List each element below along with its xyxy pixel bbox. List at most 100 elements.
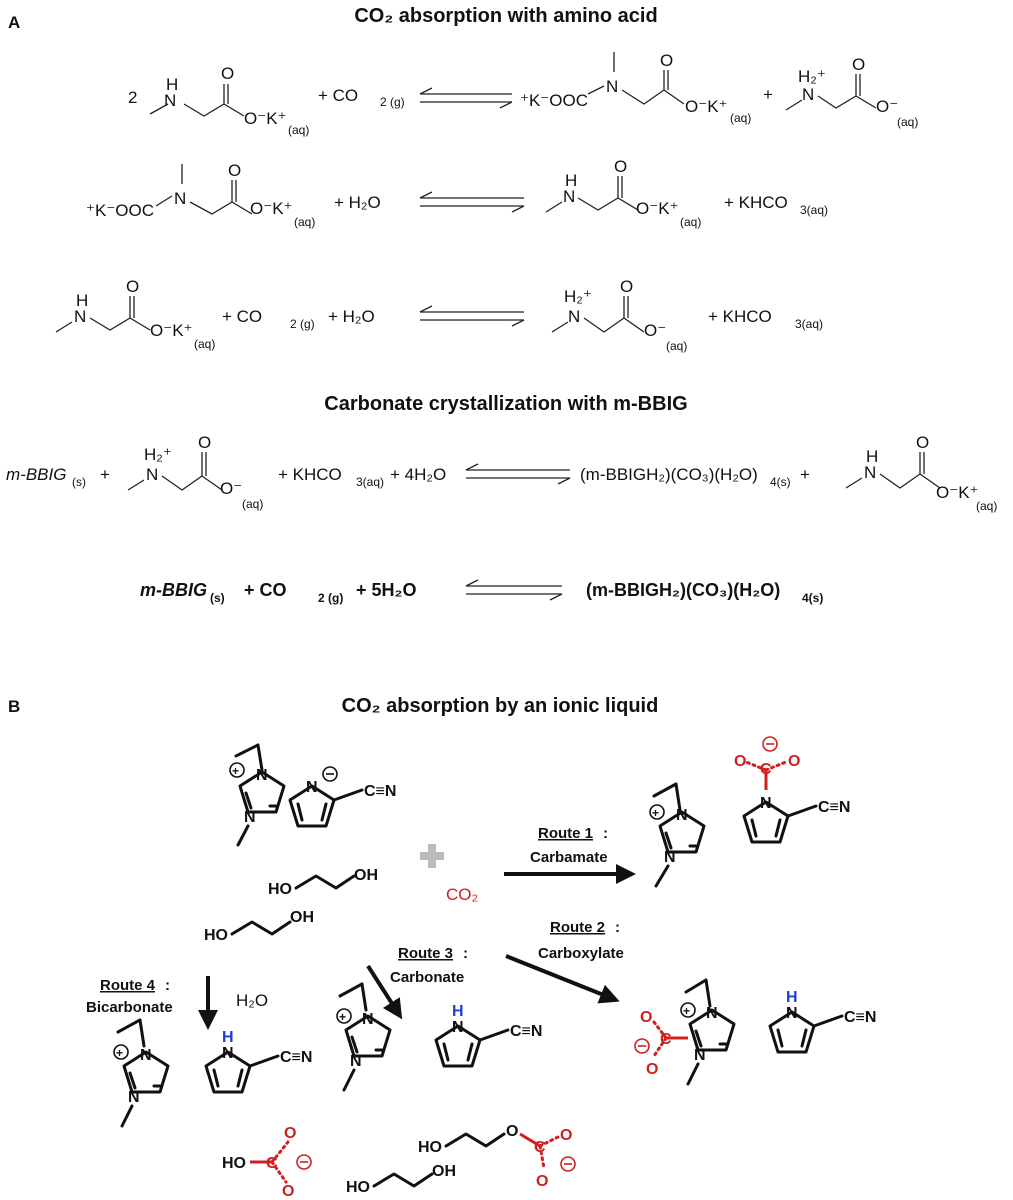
eq4-water: + 4H₂O: [390, 465, 446, 484]
eq4-equilibrium-arrow: [465, 463, 571, 485]
equation-4: m-BBIG (s) + H₂⁺ N O O⁻ (aq) + KHCO 3(aq…: [6, 433, 997, 513]
eq3-reactant-n: N: [74, 307, 86, 326]
panel-a-title: CO₂ absorption with amino acid: [354, 5, 657, 27]
route-2-name: Route 2: [550, 919, 605, 936]
route-3-arrow: [366, 964, 403, 1020]
eq2-khco3: + KHCO: [724, 193, 788, 212]
eq5-mbbig: m-BBIG: [140, 580, 207, 600]
panel-b-title: CO₂ absorption by an ionic liquid: [342, 695, 659, 717]
route-1-kind: Carbamate: [530, 849, 608, 866]
eq4-o: O: [198, 433, 211, 452]
route-2-product: N N + O O C N H C≡N: [634, 978, 876, 1086]
svg-text:HO: HO: [418, 1139, 442, 1156]
svg-text:N: N: [706, 1005, 718, 1022]
equation-2: ⁺K⁻OOC N O O⁻K⁺ (aq) + H₂O H N O O⁻K⁺ (a…: [86, 157, 828, 229]
eq2-reactant-n: N: [174, 189, 186, 208]
svg-text:O: O: [734, 753, 746, 770]
route-2-suffix: :: [615, 919, 620, 936]
eq3-product-o: O: [620, 277, 633, 296]
eq1-product1-n: N: [606, 77, 618, 96]
eg1-ho: HO: [268, 881, 292, 898]
route-1-suffix: :: [603, 825, 608, 842]
svg-text:OH: OH: [432, 1163, 456, 1180]
svg-text:O: O: [506, 1123, 518, 1140]
eq2-product-h: H: [565, 171, 577, 190]
svg-text:N: N: [694, 1047, 706, 1064]
reactant-ethylene-glycol-2: HO OH: [204, 909, 314, 944]
eq4-ominus: O⁻: [220, 479, 242, 498]
eq2-product-n: N: [563, 187, 575, 206]
route-4-suffix: :: [165, 977, 170, 994]
eq2-equilibrium-arrow: [419, 191, 525, 213]
route-2-arrow: [505, 954, 620, 1004]
eq3-product-n: N: [568, 307, 580, 326]
eq4-khco3-sub: 3(aq): [356, 475, 384, 489]
svg-text:O: O: [788, 753, 800, 770]
svg-text:+: +: [652, 806, 659, 820]
eq2-reactant-ok: O⁻K⁺: [250, 199, 293, 218]
eq1-n-label: N: [164, 91, 176, 110]
svg-text:N: N: [350, 1053, 362, 1070]
route-4-name: Route 4: [100, 977, 156, 994]
reactant-ethylene-glycol-1: HO OH: [268, 867, 378, 898]
svg-text:H: H: [786, 989, 798, 1006]
svg-text:N: N: [760, 795, 772, 812]
svg-text:N: N: [786, 1005, 798, 1022]
equation-3: H N O O⁻K⁺ (aq) + CO 2 (g) + H₂O H₂⁺ N O…: [55, 277, 823, 353]
route-3-suffix: :: [463, 945, 468, 962]
eq4-mbbig: m-BBIG: [6, 465, 66, 484]
eq1-equilibrium-arrow: [419, 87, 513, 109]
eq2-product-o: O: [614, 157, 627, 176]
pyr-n: N: [306, 779, 318, 796]
eq2-water: + H₂O: [334, 193, 381, 212]
eq4-product-sub: 4(s): [770, 475, 791, 489]
eq4-plus1: +: [100, 465, 110, 484]
equation-1: 2 H N O O⁻K⁺ (aq) + CO 2 (g) ⁺K⁻OOC N O …: [128, 51, 918, 137]
route-2-kind: Carboxylate: [538, 945, 624, 962]
eq3-reactant-aq: (aq): [194, 337, 215, 351]
svg-text:H: H: [452, 1003, 464, 1020]
eq1-aq-label: (aq): [288, 123, 309, 137]
svg-text:O: O: [282, 1183, 294, 1200]
eq3-khco3-sub: 3(aq): [795, 317, 823, 331]
reactant-imidazolium: N N +: [229, 743, 286, 847]
eq4-product: (m-BBIGH₂)(CO₃)(H₂O): [580, 465, 758, 484]
plus-sign-icon: [420, 844, 444, 868]
route-3-kind: Carbonate: [390, 969, 464, 986]
route-3-name: Route 3: [398, 945, 453, 962]
panel-a-label: A: [8, 13, 20, 32]
svg-text:N: N: [128, 1089, 140, 1106]
eq2-reactant-prefix: ⁺K⁻OOC: [86, 201, 154, 220]
eq5-water: + 5H₂O: [356, 580, 417, 600]
eq3-product-h2plus: H₂⁺: [564, 287, 592, 306]
eq1-plus: +: [763, 85, 773, 104]
svg-text:C≡N: C≡N: [818, 799, 850, 816]
route-4-water: H₂O: [236, 991, 268, 1010]
eq4-mbbig-sub: (s): [72, 475, 86, 489]
route-4-kind: Bicarbonate: [86, 999, 173, 1016]
panel-b-label: B: [8, 697, 20, 716]
route-1-name: Route 1: [538, 825, 593, 842]
eq1-product2-aq: (aq): [897, 115, 918, 129]
svg-text:C: C: [760, 761, 772, 778]
eq1-co2: + CO: [318, 86, 358, 105]
eq5-equilibrium-arrow: [465, 579, 563, 601]
svg-text:O: O: [640, 1009, 652, 1026]
svg-text:N: N: [222, 1045, 234, 1062]
plus-charge-icon: [229, 762, 245, 778]
eq3-water: + H₂O: [328, 307, 375, 326]
eq4-product2-h: H: [866, 447, 878, 466]
svg-text:+: +: [232, 764, 239, 778]
route-4-product: N N + N H C≡N HO O O C: [113, 1018, 312, 1200]
eq1-coefficient: 2: [128, 88, 137, 107]
svg-text:N: N: [140, 1047, 152, 1064]
eq2-reactant-aq: (aq): [294, 215, 315, 229]
svg-text:HO: HO: [222, 1155, 246, 1172]
svg-text:O: O: [560, 1127, 572, 1144]
eq4-product2-o: O: [916, 433, 929, 452]
eq1-chain: [621, 89, 685, 105]
eq4-khco3: + KHCO: [278, 465, 342, 484]
eq4-plus2: +: [800, 465, 810, 484]
svg-text:+: +: [116, 1046, 123, 1060]
eq1-o-label: O: [221, 64, 234, 83]
